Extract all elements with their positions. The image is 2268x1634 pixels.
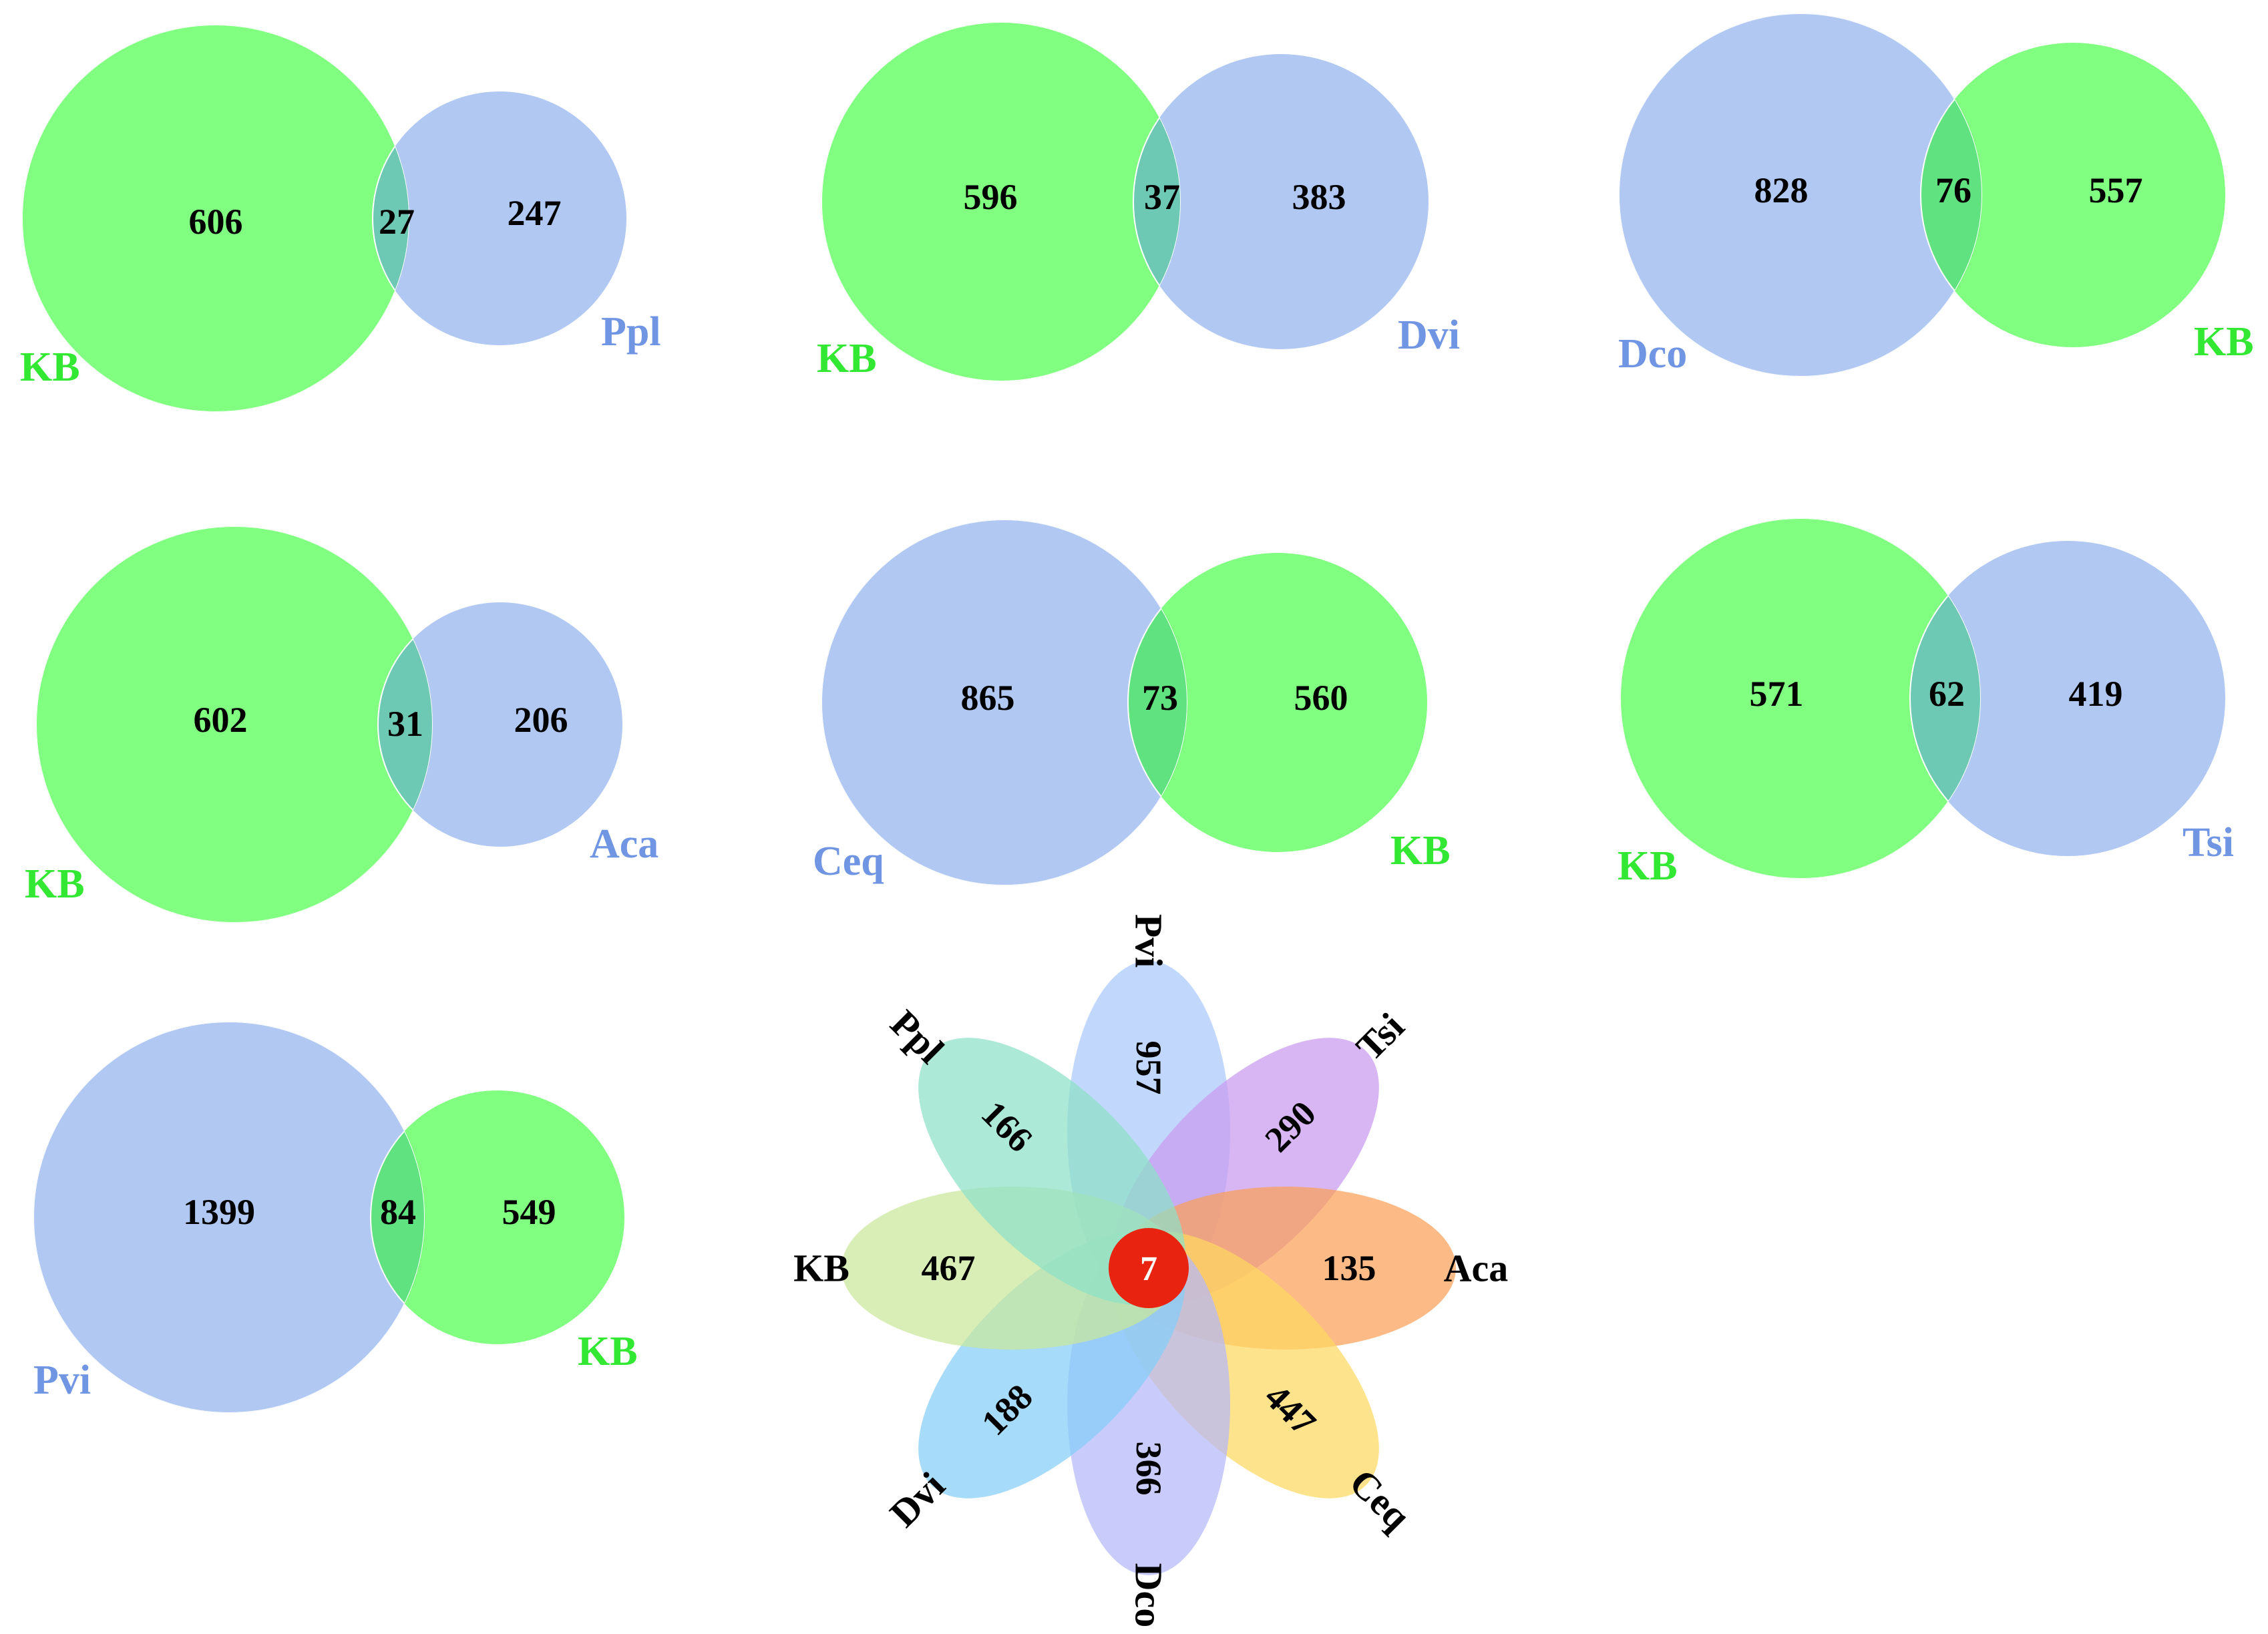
overlap-count: 31 [387, 704, 423, 744]
set-label-right: KB [578, 1329, 638, 1374]
petal-ppl [918, 1038, 1185, 1305]
set-circle-kb [1921, 43, 2225, 347]
set-circle-kb [1620, 518, 1981, 879]
overlap-count: 84 [380, 1192, 416, 1232]
set-circle-ceq [821, 520, 1187, 885]
set-circle-dco [1619, 13, 1982, 377]
set-label-left: KB [25, 861, 85, 907]
set-label-left: KB [20, 345, 80, 390]
core-count: 7 [1140, 1250, 1157, 1288]
set-circle-aca [378, 602, 622, 847]
petal-label-dco: Dco [1127, 1563, 1171, 1628]
set-label-right: KB [2194, 319, 2254, 365]
set-circle-kb [36, 526, 433, 923]
set-label-left: Ceq [813, 839, 884, 884]
set-label-right: Ppl [601, 309, 661, 355]
left-only-count: 865 [961, 678, 1015, 718]
left-only-count: 828 [1754, 170, 1809, 210]
right-only-count: 549 [502, 1192, 556, 1232]
left-only-count: 571 [1750, 674, 1804, 714]
overlap-count: 27 [379, 202, 415, 242]
core-circle [1109, 1228, 1189, 1308]
overlap-count: 73 [1142, 678, 1178, 718]
set-label-right: Tsi [2183, 820, 2234, 865]
set-label-left: Pvi [33, 1358, 91, 1403]
venn-ceq-kb: 865 73 560 Ceq KB [813, 520, 1451, 885]
venn-kb-tsi: 571 62 419 KB Tsi [1618, 518, 2234, 889]
set-circle-ppl [373, 91, 626, 345]
set-circle-pvi [33, 1022, 425, 1413]
petal-count-kb: 467 [922, 1248, 976, 1288]
venn-kb-dvi: 596 37 383 KB Dvi [817, 22, 1460, 381]
petal-count-pvi: 957 [1129, 1041, 1169, 1095]
right-only-count: 383 [1292, 177, 1346, 217]
set-label-right: KB [1390, 828, 1451, 873]
left-only-count: 606 [189, 202, 243, 242]
right-only-count: 560 [1294, 678, 1348, 718]
overlap-count: 76 [1935, 170, 1971, 210]
set-circle-kb [371, 1090, 624, 1344]
venn-kb-aca: 602 31 206 KB Aca [25, 526, 658, 923]
overlap-count: 62 [1929, 674, 1965, 714]
set-circle-tsi [1910, 541, 2225, 856]
set-label-left: KB [817, 336, 877, 381]
venn-dco-kb: 828 76 557 Dco KB [1618, 13, 2254, 377]
right-only-count: 247 [508, 193, 562, 233]
set-label-left: Dco [1618, 331, 1687, 377]
set-label-right: Aca [590, 821, 658, 867]
right-only-count: 557 [2089, 170, 2143, 210]
petal-count-dco: 366 [1129, 1442, 1169, 1496]
venn-kb-ppl: 606 27 247 KB Ppl [20, 25, 661, 412]
left-only-count: 596 [964, 177, 1018, 217]
set-circle-dvi [1133, 54, 1429, 349]
right-only-count: 206 [514, 700, 568, 740]
flower-petals [841, 961, 1456, 1575]
right-only-count: 419 [2069, 674, 2123, 714]
overlap-count: 37 [1144, 177, 1180, 217]
petal-count-aca: 135 [1322, 1248, 1376, 1288]
petal-label-pvi: Pvi [1127, 914, 1171, 968]
set-label-left: KB [1618, 843, 1678, 889]
set-circle-kb [821, 22, 1181, 381]
petal-label-kb: KB [793, 1247, 849, 1290]
left-only-count: 1399 [183, 1192, 255, 1232]
venn-pvi-kb: 1399 84 549 Pvi KB [33, 1022, 638, 1413]
left-only-count: 602 [194, 700, 248, 740]
set-circle-kb [22, 25, 409, 412]
set-label-right: Dvi [1398, 313, 1460, 358]
petal-label-aca: Aca [1444, 1247, 1509, 1290]
set-circle-kb [1128, 553, 1427, 852]
